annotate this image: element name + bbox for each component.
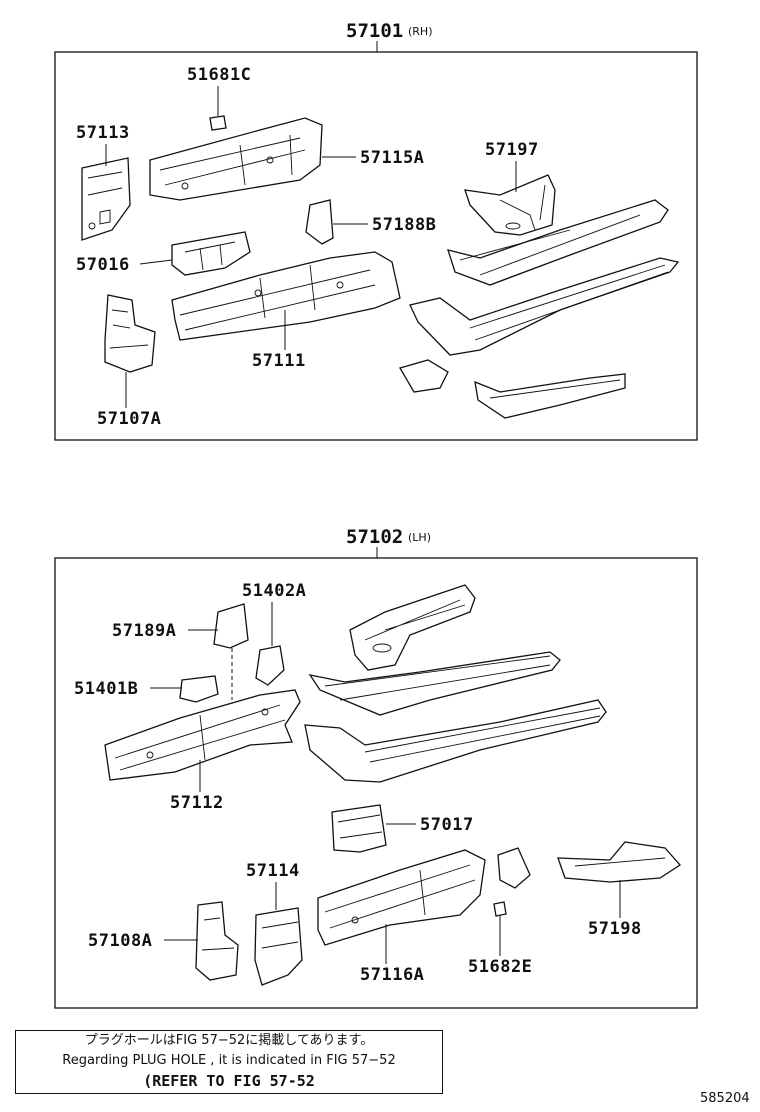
group-box-lh	[54, 557, 698, 1009]
part-51682e-shape	[493, 901, 507, 917]
part-57197-shape	[464, 174, 556, 236]
part-51402a-shape	[255, 645, 285, 686]
part-57116a-shape	[317, 849, 486, 946]
label-57111: 57111	[252, 351, 306, 371]
plug-hole-note: プラグホールはFIG 57−52に掲載してあります。 Regarding PLU…	[15, 1030, 443, 1094]
note-line-japanese: プラグホールはFIG 57−52に掲載してあります。	[84, 1033, 374, 1048]
label-57016: 57016	[76, 255, 130, 275]
group-57102-lh: 57102 (LH) 51402A 57189A 51401B 57112	[54, 526, 698, 1009]
part-sill-lh-shape	[304, 699, 607, 783]
part-57198-shape	[557, 841, 681, 883]
part-51401b-shape	[179, 675, 219, 703]
part-upper-member-lh-shape	[349, 584, 476, 671]
part-57016-shape	[171, 231, 251, 276]
group-box-rh	[54, 51, 698, 441]
label-57198: 57198	[588, 919, 642, 939]
label-57116a: 57116A	[360, 965, 424, 985]
part-57112-shape	[104, 689, 301, 781]
part-57115a-shape	[149, 117, 323, 201]
label-57114: 57114	[246, 861, 300, 881]
part-57114-shape	[254, 907, 303, 986]
part-51681c-shape	[209, 115, 227, 131]
label-57017: 57017	[420, 815, 474, 835]
group-number-57102: 57102	[346, 526, 403, 548]
label-57107a: 57107A	[97, 409, 161, 429]
label-57115a: 57115A	[360, 148, 424, 168]
part-57108a-shape	[195, 901, 239, 981]
part-side-rail-upper-shape	[447, 199, 669, 286]
group-57101-rh: 57101 (RH) 51681C 57115A 57113 57	[54, 20, 698, 441]
figure-number: 585204	[700, 1091, 750, 1106]
group-number-57101: 57101	[346, 20, 403, 42]
label-57113: 57113	[76, 123, 130, 143]
label-51401b: 51401B	[74, 679, 138, 699]
label-57188b: 57188B	[372, 215, 436, 235]
part-sill-extension-shape	[474, 373, 626, 419]
part-57188b-shape	[305, 199, 334, 245]
label-57108a: 57108A	[88, 931, 152, 951]
label-57189a: 57189A	[112, 621, 176, 641]
part-57017-shape	[331, 804, 387, 853]
note-line-refer: (REFER TO FIG 57-52	[143, 1072, 315, 1090]
part-small-bracket-shape	[399, 359, 449, 393]
part-small-bracket-lh-shape	[497, 847, 531, 889]
label-57112: 57112	[170, 793, 224, 813]
label-51681c: 51681C	[187, 65, 251, 85]
part-57107a-shape	[104, 294, 156, 373]
label-57197: 57197	[485, 140, 539, 160]
note-line-english: Regarding PLUG HOLE , it is indicated in…	[62, 1053, 396, 1068]
label-51402a: 51402A	[242, 581, 306, 601]
part-57189a-shape	[213, 603, 249, 649]
group-suffix-rh: (RH)	[408, 25, 433, 38]
part-57111-shape	[171, 251, 401, 341]
part-57113-shape	[81, 157, 131, 241]
part-side-rail-lh-shape	[308, 651, 561, 716]
group-suffix-lh: (LH)	[408, 531, 431, 544]
label-51682e: 51682E	[468, 957, 532, 977]
part-side-rail-lower-shape	[409, 257, 680, 356]
